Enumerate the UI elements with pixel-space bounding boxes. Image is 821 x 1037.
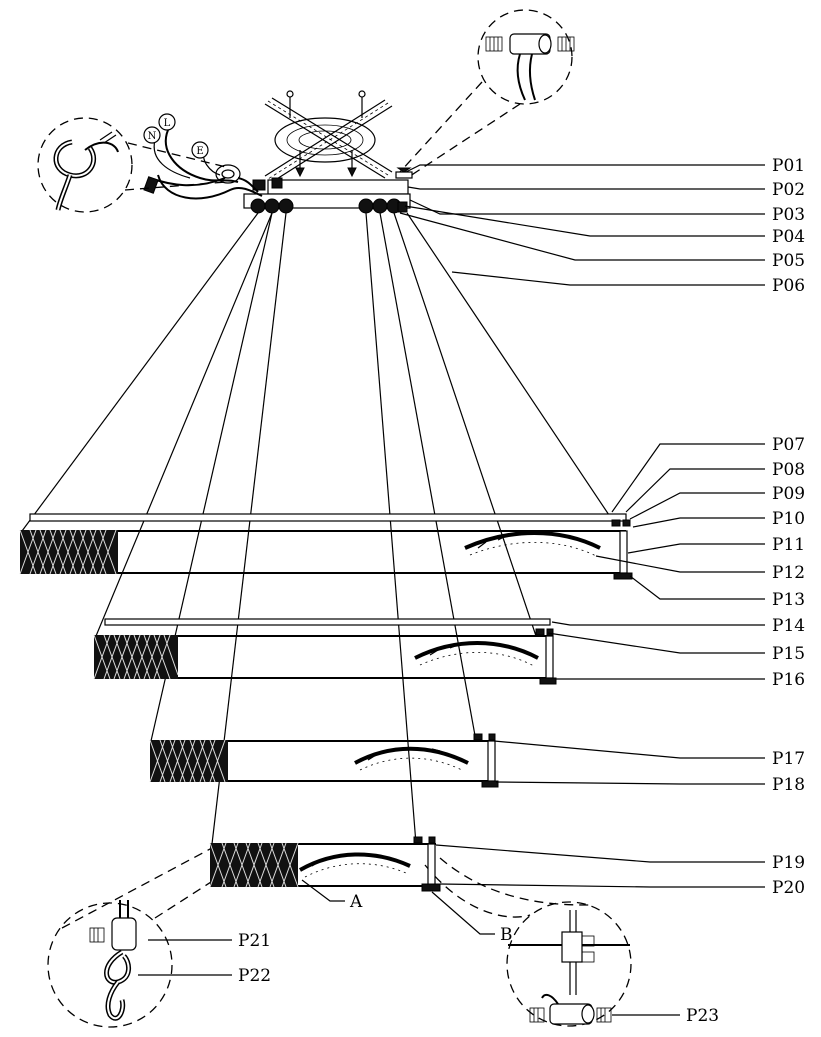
wire-tag-l-text: L	[164, 118, 171, 129]
callout-p21: P21	[238, 931, 271, 951]
ring-1	[19, 513, 633, 580]
callout-labels: P01 P02 P03 P04 P05 P06 P07 P08 P09 P10 …	[238, 156, 805, 1026]
wire-tag-l: L	[158, 113, 176, 131]
callout-p22: P22	[238, 966, 271, 986]
callout-p02: P02	[772, 180, 805, 200]
callout-p09: P09	[772, 484, 805, 504]
leader-lines	[138, 164, 765, 1016]
detail-tube-connector-top-right	[399, 9, 575, 179]
callout-p05: P05	[772, 251, 805, 271]
callout-p14: P14	[772, 616, 805, 636]
suspension-cables	[21, 212, 612, 845]
ring-3-coil	[149, 739, 228, 783]
ring-4-coil	[209, 842, 299, 888]
detail-gripper-bottom-left	[47, 847, 223, 1028]
cable-grippers-top	[250, 177, 408, 214]
callout-p23: P23	[686, 1006, 719, 1026]
detail-cable-loop-top-left	[37, 117, 231, 213]
ring-2-coil	[93, 634, 179, 680]
callout-p20: P20	[772, 878, 805, 898]
wire-tag-n-text: N	[148, 131, 157, 142]
wire-tag-e: E	[191, 141, 209, 159]
power-wires	[143, 129, 263, 200]
detail-tube-connector-bottom-right	[424, 857, 632, 1027]
callout-p18: P18	[772, 775, 805, 795]
callout-p11: P11	[772, 535, 805, 555]
callout-p13: P13	[772, 590, 805, 610]
ring-1-coil	[19, 529, 118, 575]
ring-3	[149, 733, 499, 788]
callout-p04: P04	[772, 227, 805, 247]
ring-1-led-strip	[464, 531, 601, 557]
ring-2-led-strip	[414, 641, 539, 667]
callout-p16: P16	[772, 670, 805, 690]
callout-p12: P12	[772, 563, 805, 583]
callout-p19: P19	[772, 853, 805, 873]
callout-p01: P01	[772, 156, 805, 176]
ring-4	[209, 836, 441, 892]
wire-tag-e-text: E	[196, 146, 203, 157]
callout-p06: P06	[772, 276, 805, 296]
callout-p07: P07	[772, 435, 805, 455]
wire-tag-n: N	[143, 126, 161, 144]
ring-2	[93, 618, 557, 685]
callout-p08: P08	[772, 460, 805, 480]
detail-ref-a: A	[349, 892, 363, 912]
ring-4-led-strip	[299, 852, 411, 878]
callout-p15: P15	[772, 644, 805, 664]
mounting-crossbar	[264, 90, 413, 183]
detail-ref-b: B	[500, 925, 513, 945]
callout-p17: P17	[772, 749, 805, 769]
callout-p10: P10	[772, 509, 805, 529]
callout-p03: P03	[772, 205, 805, 225]
ring-3-led-strip	[354, 746, 469, 772]
